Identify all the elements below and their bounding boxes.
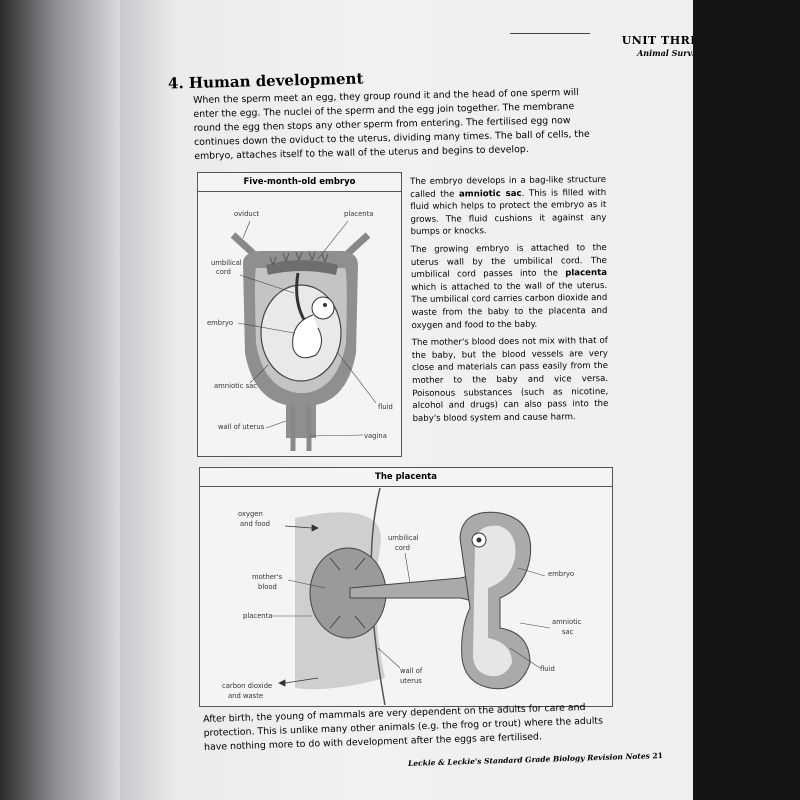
label-placenta-2: placenta (243, 612, 273, 620)
unit-header: UNIT THREE Animal Survival (622, 34, 708, 58)
label-oxygen-2: and food (240, 520, 270, 528)
header-rule (510, 33, 590, 34)
placenta-diagram (272, 488, 551, 705)
label-amniotic-1: amniotic (552, 618, 582, 626)
label-umbilical-cord-1: umbilical (211, 259, 242, 267)
term-placenta: placenta (565, 268, 608, 279)
placenta-figure-title: The placenta (200, 468, 612, 487)
background-edge (693, 0, 800, 800)
label-wall-2: uterus (400, 677, 422, 685)
intro-paragraph: When the sperm meet an egg, they group r… (193, 86, 590, 162)
term-amniotic-sac: amniotic sac (458, 188, 522, 200)
embryo-figure: Five-month-old embryo (197, 172, 402, 457)
unit-subtitle: Animal Survival (637, 48, 708, 58)
label-fluid-2: fluid (540, 665, 555, 673)
label-mothers-blood-2: blood (258, 583, 277, 591)
label-umbilical-1: umbilical (388, 534, 419, 542)
label-oviduct: oviduct (234, 210, 260, 218)
label-wall-of-uterus: wall of uterus (218, 423, 265, 431)
label-amniotic-sac: amniotic sac (214, 382, 258, 390)
label-co2-2: and waste (228, 692, 264, 700)
label-placenta: placenta (344, 210, 374, 218)
embryo-figure-title: Five-month-old embryo (198, 173, 401, 192)
p2-text-end: which is attached to the wall of the ute… (411, 280, 608, 331)
label-embryo-2: embryo (548, 570, 575, 578)
page-number: 21 (652, 750, 664, 761)
unit-title: UNIT THREE (621, 34, 708, 47)
label-embryo: embryo (207, 319, 234, 327)
side-paragraph-2: The growing embryo is attached to the ut… (411, 242, 608, 332)
label-umbilical-2: cord (395, 544, 410, 552)
label-co2-1: carbon dioxide (222, 682, 273, 690)
side-paragraph-1: The embryo develops in a bag-like struct… (410, 174, 607, 239)
side-text: The embryo develops in a bag-like struct… (410, 174, 609, 430)
label-mothers-blood-1: mother's (252, 573, 283, 581)
label-vagina: vagina (364, 432, 387, 440)
label-amniotic-2: sac (562, 628, 574, 636)
label-oxygen-1: oxygen (238, 510, 263, 518)
label-umbilical-cord-2: cord (216, 268, 231, 276)
uterus-diagram (230, 220, 377, 451)
placenta-figure: The placenta oxygen and (199, 467, 613, 707)
label-fluid: fluid (378, 403, 393, 411)
facing-page-edge (0, 0, 140, 800)
label-wall-1: wall of (400, 667, 423, 675)
side-paragraph-3: The mother's blood does not mix with tha… (411, 336, 609, 424)
